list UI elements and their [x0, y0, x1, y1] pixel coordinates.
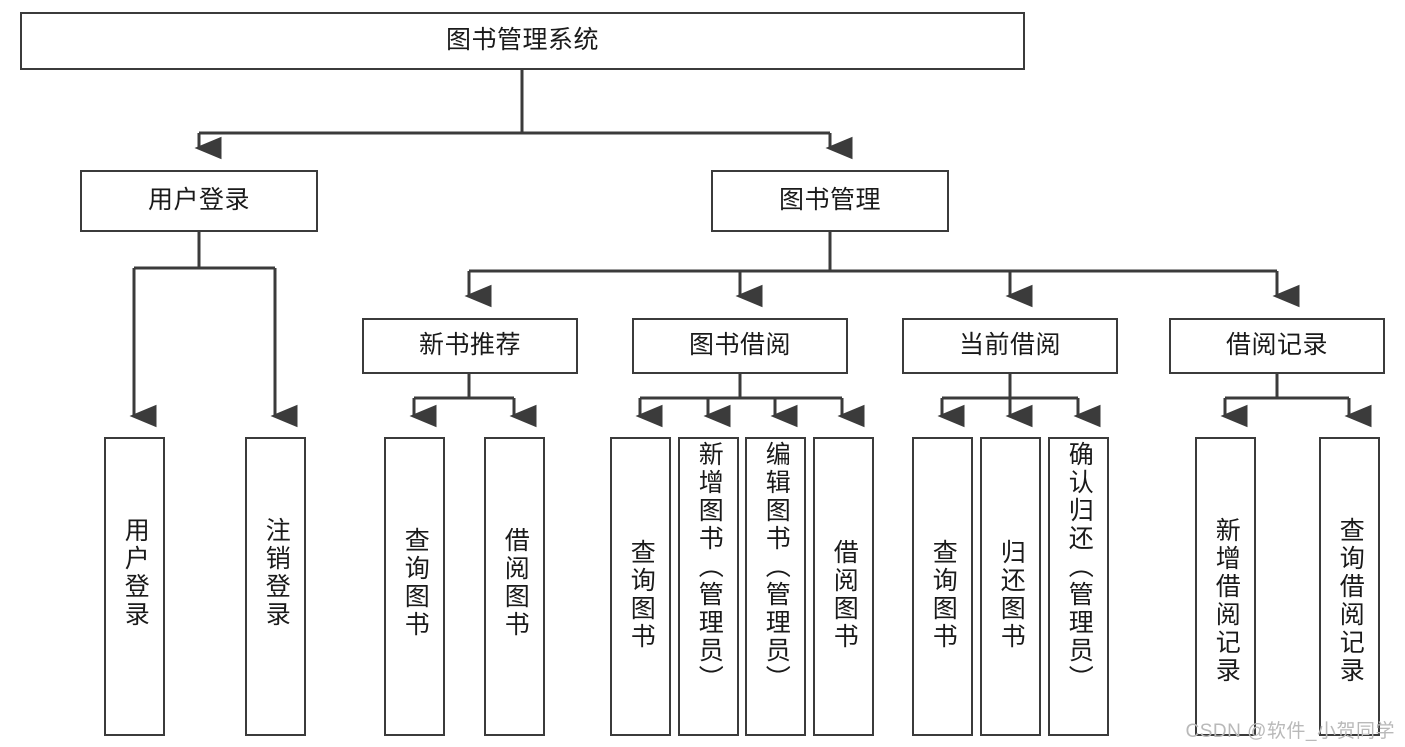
node-leaf-borrow-book-2[interactable]: 借阅图书: [813, 437, 874, 736]
node-new-book-rec[interactable]: 新书推荐: [362, 318, 578, 374]
node-current-borrow[interactable]: 当前借阅: [902, 318, 1118, 374]
node-book-borrow-label: 图书借阅: [688, 331, 791, 360]
node-leaf-user-login[interactable]: 用户登录: [104, 437, 165, 736]
node-leaf-logout-label: 注销登录: [262, 517, 291, 629]
node-borrow-record-label: 借阅记录: [1225, 331, 1328, 360]
node-leaf-add-record[interactable]: 新增借阅记录: [1195, 437, 1256, 736]
node-leaf-confirm-return-label: 确认归还（管理员）: [1065, 441, 1094, 693]
node-current-borrow-label: 当前借阅: [958, 331, 1061, 360]
node-user-login[interactable]: 用户登录: [80, 170, 318, 232]
node-book-manage-label: 图书管理: [778, 186, 881, 215]
node-leaf-add-record-label: 新增借阅记录: [1212, 517, 1241, 685]
node-leaf-add-book-label: 新增图书（管理员）: [695, 441, 724, 693]
node-leaf-query-book-2-label: 查询图书: [627, 539, 656, 651]
node-root[interactable]: 图书管理系统: [20, 12, 1025, 70]
node-leaf-borrow-book-1-label: 借阅图书: [501, 527, 530, 639]
node-leaf-borrow-book-1[interactable]: 借阅图书: [484, 437, 545, 736]
node-root-label: 图书管理系统: [445, 26, 599, 55]
node-leaf-query-book-3[interactable]: 查询图书: [912, 437, 973, 736]
csdn-watermark: CSDN @软件_小贺同学: [1185, 721, 1395, 742]
node-leaf-edit-book[interactable]: 编辑图书（管理员）: [745, 437, 806, 736]
node-new-book-rec-label: 新书推荐: [418, 331, 521, 360]
node-leaf-query-record-label: 查询借阅记录: [1336, 517, 1365, 685]
node-borrow-record[interactable]: 借阅记录: [1169, 318, 1385, 374]
node-leaf-edit-book-label: 编辑图书（管理员）: [762, 441, 791, 693]
node-leaf-user-login-label: 用户登录: [121, 517, 150, 629]
node-leaf-return-book[interactable]: 归还图书: [980, 437, 1041, 736]
node-leaf-logout[interactable]: 注销登录: [245, 437, 306, 736]
node-leaf-query-book-3-label: 查询图书: [929, 539, 958, 651]
node-leaf-query-book-2[interactable]: 查询图书: [610, 437, 671, 736]
node-user-login-label: 用户登录: [147, 186, 250, 215]
node-book-borrow[interactable]: 图书借阅: [632, 318, 848, 374]
node-leaf-return-book-label: 归还图书: [997, 539, 1026, 651]
node-leaf-query-book-1[interactable]: 查询图书: [384, 437, 445, 736]
node-book-manage[interactable]: 图书管理: [711, 170, 949, 232]
node-leaf-query-record[interactable]: 查询借阅记录: [1319, 437, 1380, 736]
node-leaf-query-book-1-label: 查询图书: [401, 527, 430, 639]
node-leaf-confirm-return[interactable]: 确认归还（管理员）: [1048, 437, 1109, 736]
node-leaf-borrow-book-2-label: 借阅图书: [830, 539, 859, 651]
node-leaf-add-book[interactable]: 新增图书（管理员）: [678, 437, 739, 736]
